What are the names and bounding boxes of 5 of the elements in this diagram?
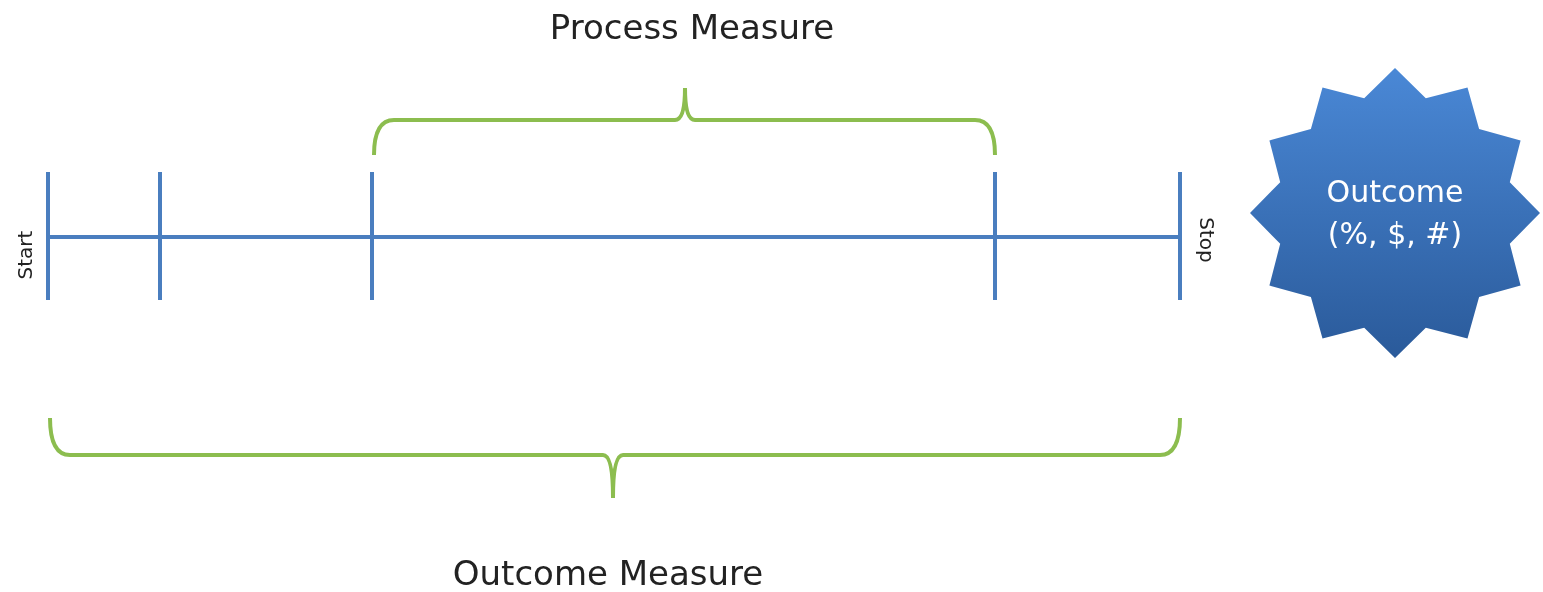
endpoint-label: Stop [1195,217,1219,263]
measure-label: Outcome Measure [452,553,764,592]
measure-label: Process Measure [549,7,835,47]
node-text: Outcome (%, $, #) [1325,173,1465,253]
endpoint-label: Start [13,230,37,280]
